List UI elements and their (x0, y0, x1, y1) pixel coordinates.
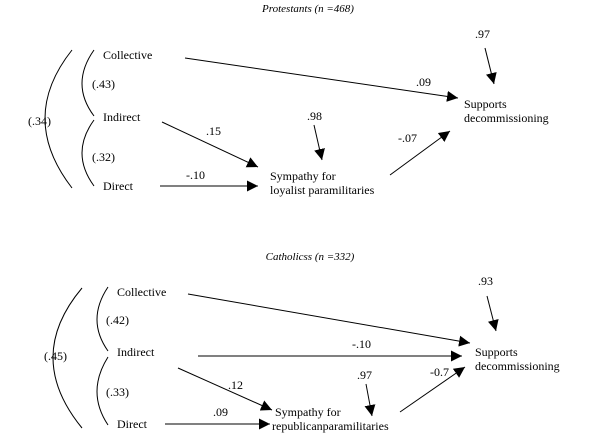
error-coef-supports: .93 (478, 274, 493, 288)
node-indirect: Indirect (103, 110, 141, 124)
correlation-label-indirect-direct: (.33) (106, 385, 129, 399)
path-arrow-sympathy-supports (399, 366, 466, 413)
error-coef-sympathy: .98 (307, 109, 322, 123)
path-coef-indirect-sympathy: .12 (228, 378, 243, 392)
error-arrow-sympathy (313, 124, 325, 161)
node-collective: Collective (103, 48, 152, 62)
correlation-label-indirect-direct: (.32) (92, 150, 115, 164)
error-arrow-supports (486, 295, 499, 332)
node-direct: Direct (103, 179, 134, 193)
node-sympathy-line1: Sympathy for (270, 169, 336, 183)
node-direct: Direct (117, 417, 148, 431)
node-indirect: Indirect (117, 345, 155, 359)
path-arrow-collective-supports (184, 57, 459, 102)
path-coef-indirect-supports: -.10 (352, 337, 371, 351)
node-supports-line2: decommissioning (475, 359, 560, 373)
path-coef-direct-sympathy: -.10 (186, 168, 205, 182)
path-arrow-indirect-sympathy (161, 121, 259, 168)
correlation-arc-collective-direct (44, 49, 73, 189)
error-coef-sympathy: .97 (357, 368, 372, 382)
path-arrow-collective-supports (187, 293, 471, 347)
error-coef-supports: .97 (475, 27, 490, 41)
path-coef-sympathy-supports: -.07 (398, 131, 417, 145)
node-sympathy-line2: loyalist paramilitaries (270, 183, 375, 197)
node-supports-line1: Supports (464, 97, 507, 111)
panel-title-protestants: Protestants (n =468) (261, 3, 354, 15)
path-arrow-indirect-sympathy (177, 367, 273, 411)
path-arrow-sympathy-supports (389, 130, 451, 176)
error-arrow-supports (484, 47, 497, 85)
correlation-label-collective-indirect: (.43) (92, 77, 115, 91)
correlation-arc-indirect-direct (96, 356, 109, 426)
path-coef-indirect-sympathy: .15 (206, 124, 221, 138)
error-arrow-sympathy (364, 383, 376, 417)
correlation-label-collective-direct: (.34) (28, 114, 51, 128)
node-supports-line1: Supports (475, 345, 518, 359)
correlation-arc-indirect-direct (81, 119, 95, 187)
panel-catholics: Catholicss (n =332) (.42) (.33) (.45) Co… (44, 251, 560, 433)
node-sympathy-line1: Sympathy for (275, 405, 341, 419)
node-supports-line2: decommissioning (464, 111, 549, 125)
correlation-arc-collective-direct (52, 287, 83, 429)
path-coef-direct-sympathy: .09 (213, 405, 228, 419)
path-coef-collective-supports: .09 (416, 75, 431, 89)
panel-title-catholics: Catholicss (n =332) (266, 251, 355, 263)
node-sympathy-line2: republicanparamilitaries (272, 419, 389, 433)
path-coef-sympathy-supports: -0.7 (430, 365, 449, 379)
panel-protestants: Protestants (n =468) (.43) (.32) (.34) C… (28, 3, 549, 197)
correlation-label-collective-direct: (.45) (44, 349, 67, 363)
correlation-label-collective-indirect: (.42) (106, 313, 129, 327)
node-collective: Collective (117, 285, 166, 299)
correlation-arc-collective-indirect (96, 286, 109, 352)
correlation-arc-collective-indirect (81, 49, 95, 117)
